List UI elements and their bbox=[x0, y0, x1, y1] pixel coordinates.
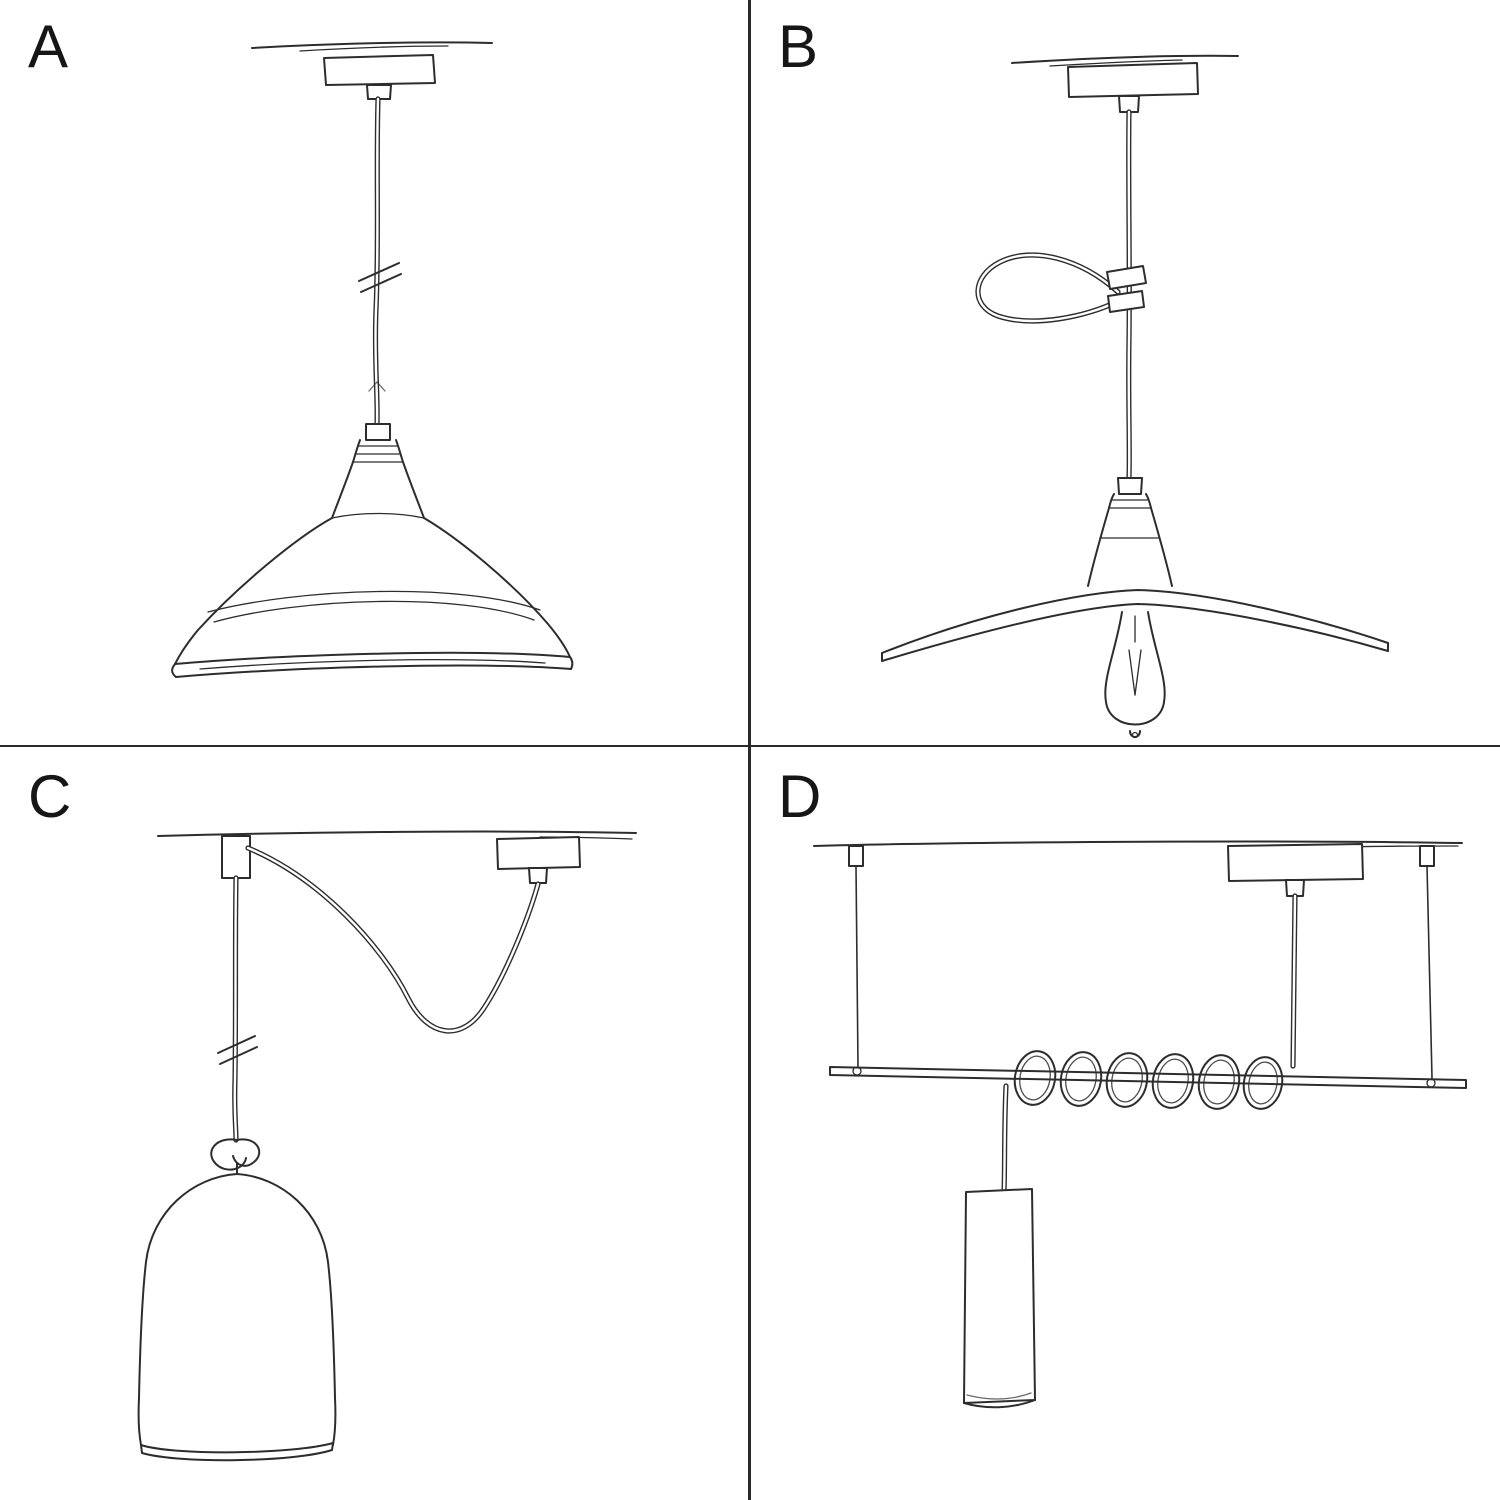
industrial-lamp-shade bbox=[171, 512, 574, 678]
pendant-cable bbox=[372, 96, 381, 427]
swag-cable bbox=[245, 845, 541, 1034]
drop-cable bbox=[232, 875, 239, 1143]
panel-a-label: A bbox=[28, 13, 70, 80]
swag-pendant-hook-bell-shade-sketch bbox=[137, 830, 637, 1462]
center-cable bbox=[1290, 893, 1298, 1069]
drop-cable bbox=[1001, 1083, 1009, 1195]
lamp-holder bbox=[331, 423, 425, 519]
panel-c: C bbox=[0, 750, 750, 1500]
ceiling-line bbox=[813, 840, 1463, 848]
tube-shade bbox=[963, 1188, 1036, 1409]
pendant-straight-drop-industrial-shade-sketch bbox=[171, 41, 574, 678]
suspension-wires bbox=[855, 865, 1433, 1079]
light-bulb bbox=[1104, 611, 1166, 739]
ceiling-rose bbox=[1227, 843, 1364, 897]
dual-wire-bar-coiled-cable-tube-pendant-sketch bbox=[813, 840, 1467, 1409]
ceiling-line bbox=[251, 41, 493, 52]
vertical-divider bbox=[748, 0, 751, 1500]
ceiling-rose bbox=[1067, 62, 1199, 113]
panel-b-label: B bbox=[778, 13, 820, 80]
pendant-cable bbox=[1126, 109, 1132, 481]
swag-hook bbox=[221, 835, 251, 879]
panel-c-label: C bbox=[28, 763, 73, 830]
cable-clip-loop bbox=[975, 252, 1147, 324]
cable-break-marks bbox=[358, 262, 402, 392]
panel-b: B bbox=[750, 0, 1500, 750]
panel-a: A bbox=[0, 0, 750, 750]
ceiling-rose bbox=[323, 54, 436, 100]
ceiling-rose bbox=[496, 836, 581, 884]
pendant-cable-clip-flat-shade-exposed-bulb-sketch bbox=[881, 54, 1389, 739]
wire-fittings bbox=[848, 845, 1435, 867]
lamp-holder bbox=[1087, 477, 1173, 587]
panel-d-label: D bbox=[778, 763, 823, 830]
bell-shade bbox=[137, 1173, 337, 1462]
cable-knot bbox=[210, 1138, 261, 1175]
ceiling-line bbox=[1011, 54, 1239, 67]
flat-plate-shade bbox=[881, 589, 1389, 662]
panel-d: D bbox=[750, 750, 1500, 1500]
cable-coils bbox=[1013, 1050, 1284, 1110]
cable-break-marks bbox=[217, 1035, 258, 1065]
